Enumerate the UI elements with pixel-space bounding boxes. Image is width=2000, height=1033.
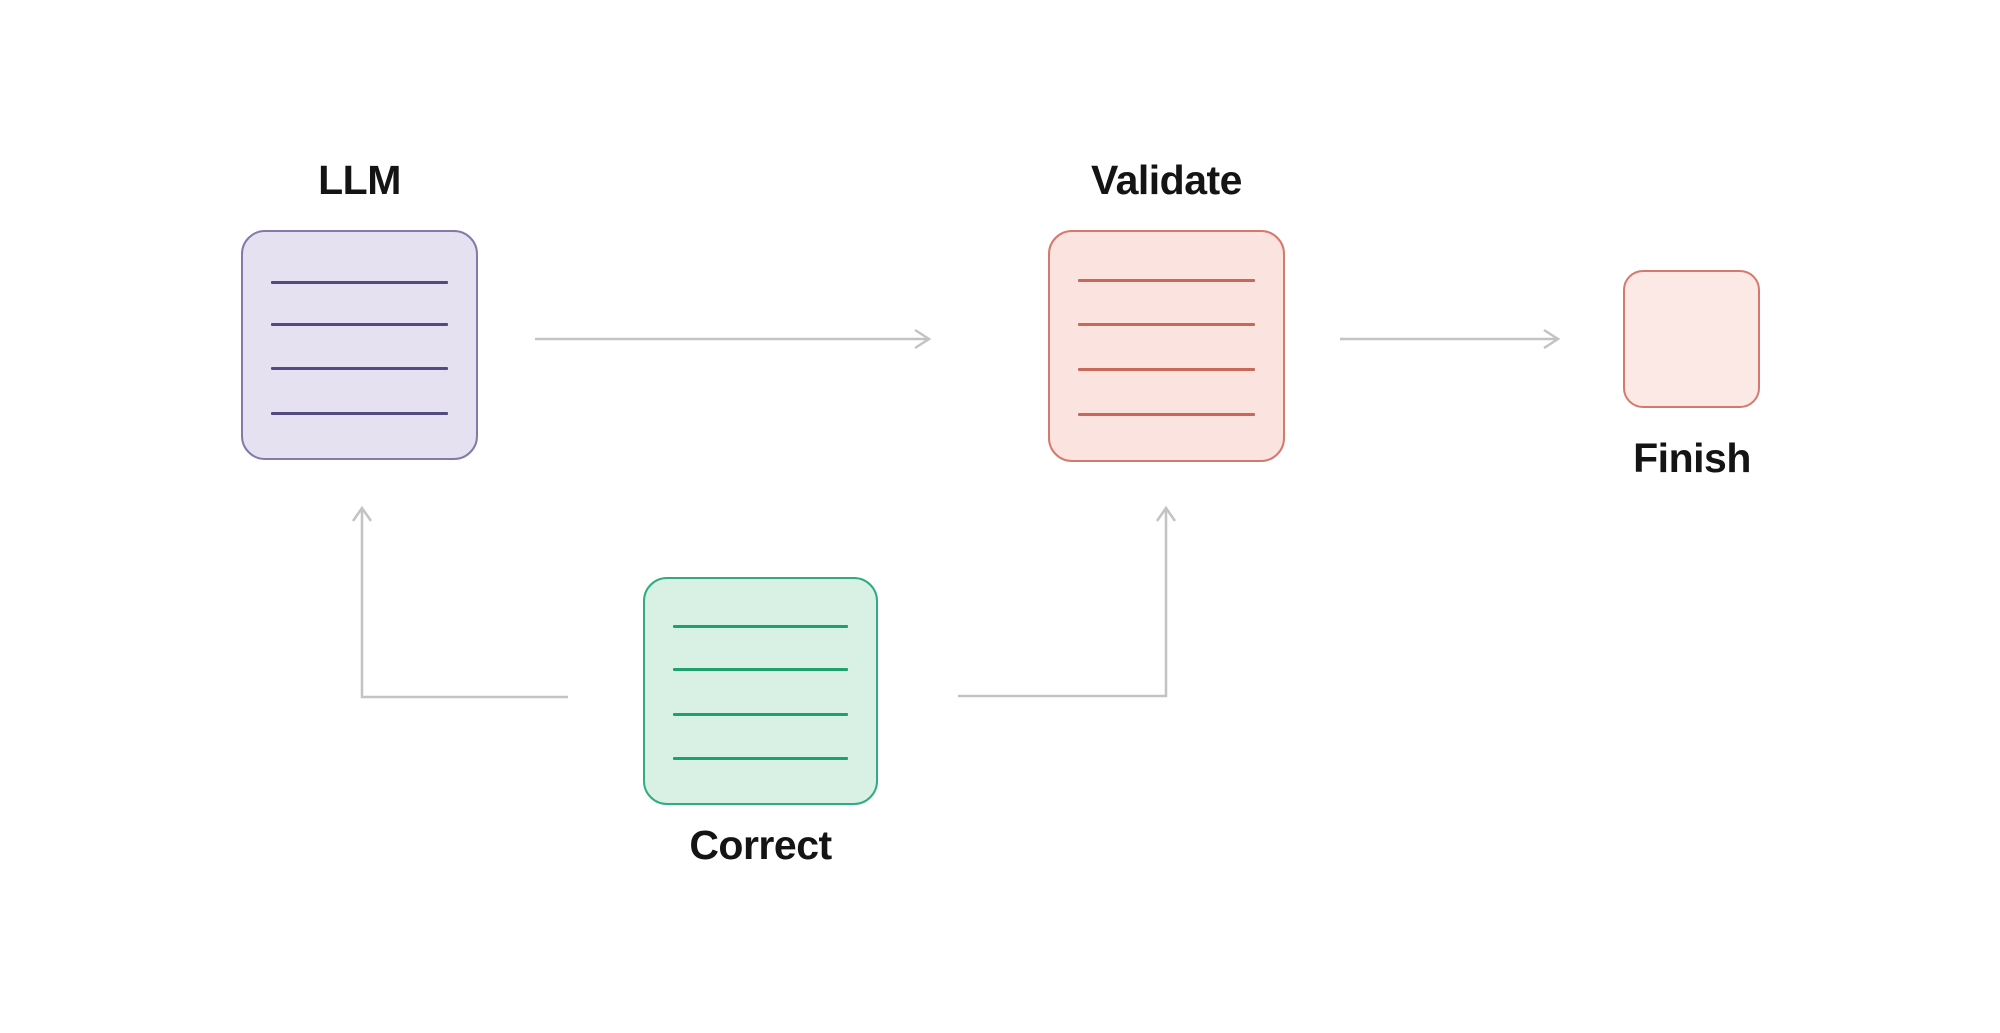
node-finish bbox=[1623, 270, 1760, 408]
node-llm-label: LLM bbox=[318, 157, 401, 203]
text-line bbox=[673, 668, 848, 671]
arrowhead-up-icon bbox=[1155, 505, 1177, 522]
text-line bbox=[1078, 323, 1255, 326]
arrow-validate-to-finish bbox=[1340, 328, 1561, 350]
text-line bbox=[271, 412, 448, 415]
arrow-correct-to-llm bbox=[351, 505, 568, 699]
arrow-shaft bbox=[958, 509, 1168, 698]
node-llm bbox=[241, 230, 478, 460]
text-line bbox=[1078, 413, 1255, 416]
node-validate bbox=[1048, 230, 1285, 462]
arrowhead-right-icon bbox=[1543, 328, 1561, 350]
text-line bbox=[1078, 279, 1255, 282]
node-correct-label: Correct bbox=[689, 822, 832, 868]
text-line bbox=[271, 281, 448, 284]
node-validate-label: Validate bbox=[1091, 157, 1242, 203]
text-line bbox=[673, 757, 848, 760]
arrow-llm-to-validate bbox=[535, 328, 932, 350]
arrowhead-up-icon bbox=[351, 505, 373, 522]
text-line bbox=[271, 323, 448, 326]
text-line bbox=[673, 625, 848, 628]
node-correct bbox=[643, 577, 878, 805]
text-line bbox=[271, 367, 448, 370]
arrow-correct-to-validate bbox=[958, 505, 1177, 698]
arrowhead-right-icon bbox=[914, 328, 932, 350]
text-line bbox=[673, 713, 848, 716]
arrow-shaft bbox=[360, 509, 568, 699]
node-finish-label: Finish bbox=[1633, 435, 1751, 481]
text-line bbox=[1078, 368, 1255, 371]
